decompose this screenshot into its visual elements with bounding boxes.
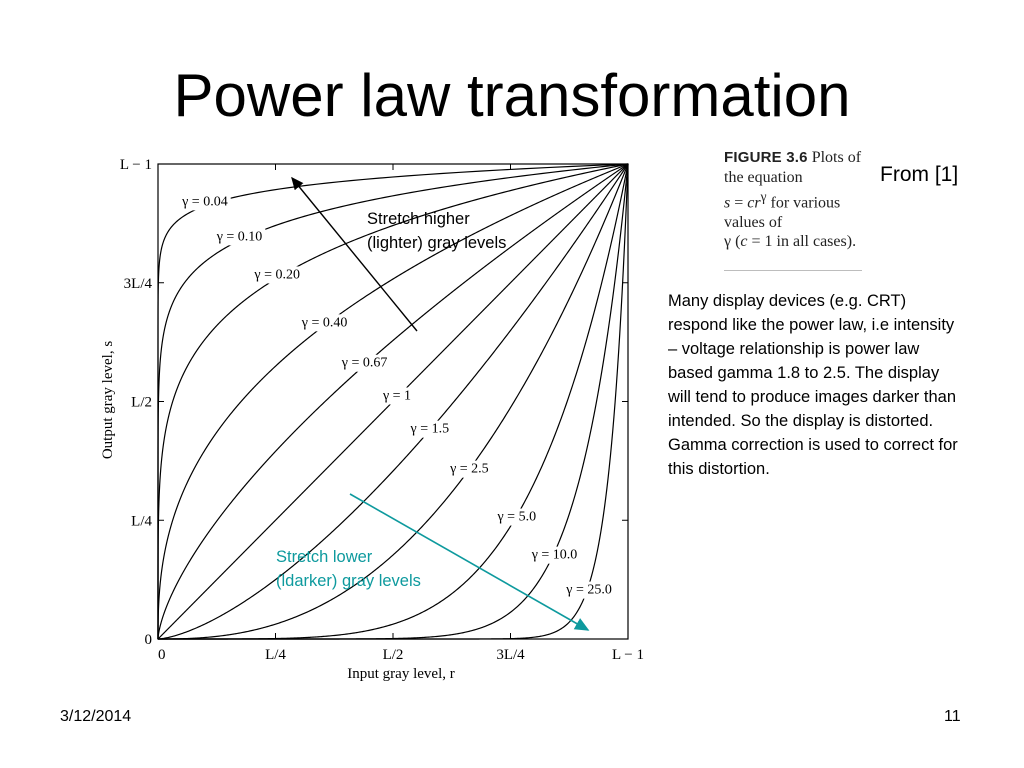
caption-divider	[724, 270, 862, 271]
y-tick-label: 0	[145, 632, 153, 648]
gamma-curve-label: γ = 0.20	[253, 267, 300, 282]
y-tick-label: 3L/4	[124, 276, 153, 292]
gamma-curve-label: γ = 0.10	[216, 229, 263, 244]
gamma-curve-label: γ = 25.0	[565, 583, 612, 598]
x-tick-label: L/2	[383, 647, 404, 663]
gamma-label-background	[406, 420, 453, 438]
gamma-curve-label: γ = 0.67	[341, 356, 388, 371]
gamma-curve-label: γ = 0.40	[301, 315, 348, 330]
stretch-lower-arrow	[349, 493, 590, 631]
gamma-curve	[157, 163, 629, 640]
stretch-lower-line2: (ldarker) gray levels	[276, 572, 421, 590]
caption-part-3: γ (	[724, 233, 741, 251]
caption-eq-equals: =	[730, 194, 748, 212]
gamma-label-background	[250, 266, 304, 284]
stretch-higher-arrow	[291, 176, 418, 332]
gamma-curve	[158, 163, 629, 640]
stretch-lower-callout: Stretch lower (ldarker) gray levels	[276, 545, 421, 593]
x-tick-label: L − 1	[612, 647, 644, 663]
gamma-curve	[157, 163, 629, 639]
x-tick-label: 0	[158, 647, 166, 663]
curve-labels: γ = 0.04 γ = 0.10 γ = 0.20 γ = 0.40 γ = 0.67…	[178, 193, 615, 599]
caption-eq-gamma: γ	[760, 189, 767, 204]
gamma-curve	[158, 163, 629, 640]
footer-date: 3/12/2014	[60, 708, 132, 725]
page-number: 11	[944, 708, 961, 725]
y-tick-label: L/4	[131, 513, 152, 529]
figure-caption: FIGURE 3.6 Plots of the equation s = crγ…	[724, 148, 864, 252]
gamma-label-background	[297, 314, 351, 332]
gamma-label-background	[212, 228, 266, 246]
caption-eq-s: s	[724, 194, 731, 212]
caption-part-1: Plots of the equation	[724, 149, 862, 186]
gamma-curve	[157, 163, 629, 639]
stretch-higher-line1: Stretch higher	[367, 210, 470, 228]
gamma-curve-label: γ = 5.0	[496, 510, 536, 525]
y-tick-label: L/2	[131, 395, 152, 411]
figure-label: FIGURE 3.6	[724, 149, 808, 166]
gamma-label-background	[337, 354, 391, 372]
gamma-curve-label: γ = 1.5	[410, 422, 450, 437]
stretch-higher-callout: Stretch higher (lighter) gray levels	[367, 207, 506, 255]
y-axis-label: Output gray level, s	[100, 341, 116, 459]
y-tick-label: L − 1	[120, 157, 152, 173]
gamma-curve-label: γ = 0.04	[181, 194, 228, 209]
source-reference: From [1]	[880, 163, 959, 186]
caption-c: c	[740, 233, 748, 251]
gamma-curve-label: γ = 2.5	[449, 462, 489, 477]
caption-eq-rhs: cr	[747, 194, 761, 212]
x-tick-label: L/4	[265, 647, 286, 663]
gamma-curve	[157, 163, 629, 640]
gamma-curve-label: γ = 10.0	[531, 548, 578, 563]
gamma-label-background	[493, 508, 540, 526]
slide-title: Power law transformation	[173, 62, 851, 129]
gamma-label-background	[178, 193, 231, 211]
x-axis-label: Input gray level, r	[347, 666, 454, 682]
gamma-curve-label: γ = 1	[382, 389, 411, 404]
gamma-label-background	[527, 546, 581, 564]
gamma-label-background	[378, 387, 415, 405]
body-text: Many display devices (e.g. CRT) respond …	[668, 292, 958, 478]
gamma-label-background	[446, 460, 492, 478]
gamma-label-background	[562, 581, 615, 599]
caption-part-2: for various values of	[724, 194, 841, 231]
stretch-lower-line1: Stretch lower	[276, 548, 373, 566]
caption-part-4: = 1 in all cases).	[747, 233, 857, 251]
stretch-higher-line2: (lighter) gray levels	[367, 234, 507, 252]
x-tick-label: 3L/4	[496, 647, 525, 663]
